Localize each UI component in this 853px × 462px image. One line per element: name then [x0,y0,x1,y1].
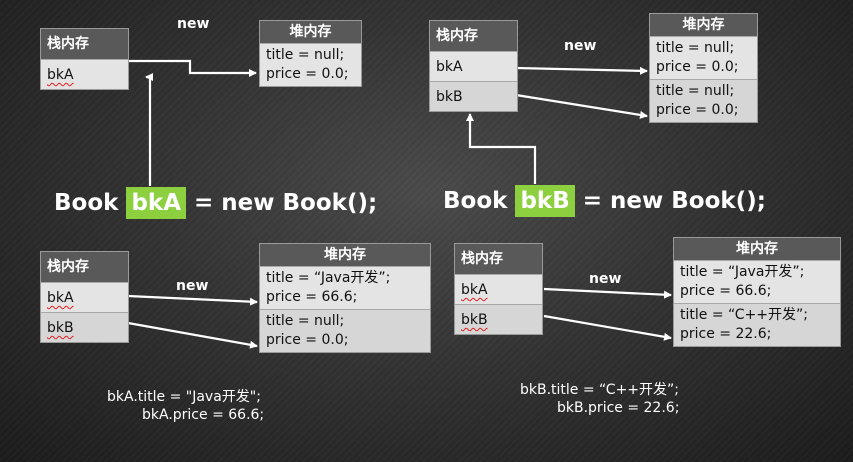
heap-object-1: title = “Java开发”; price = 66.6; [260,266,430,309]
heap-header: 堆内存 [260,21,361,43]
arrow-stmt-bkB-to-stack [466,113,537,184]
arrow-bkA-to-heap-1 [128,59,257,77]
code-block-bkB: bkB.title = “C++开发”; bkB.price = 22.6; [520,381,679,417]
stack-header: 栈内存 [41,29,128,59]
new-label-3: new [176,278,209,294]
arrow-bkB-to-heap-3b [127,321,258,349]
stack-var-bkB: bkB [455,304,542,334]
highlight-var-bkA: bkA [126,187,186,219]
heap-memory-table-3: 堆内存 title = “Java开发”; price = 66.6; titl… [259,243,431,353]
stack-header: 栈内存 [455,244,542,274]
stack-memory-table-3: 栈内存 bkA bkB [40,251,129,343]
stack-header: 栈内存 [430,21,517,51]
heap-memory-table-2: 堆内存 title = null; price = 0.0; title = n… [649,13,758,123]
stack-var-bkA: bkA [455,274,542,304]
heap-object-2: title = null; price = 0.0; [260,309,430,352]
arrow-stmt-bkA-to-stack [145,73,153,186]
new-label-1: new [177,16,210,32]
heap-object-2: title = null; price = 0.0; [650,79,757,122]
statement-new-bkB: Book bkB = new Book(); [443,185,766,217]
stack-var-bkA: bkA [41,59,128,89]
heap-memory-table-4: 堆内存 title = “Java开发”; price = 66.6; titl… [673,237,841,347]
arrow-bkB-to-heap-4b [543,314,672,341]
heap-object-2: title = “C++开发”; price = 22.6; [674,303,840,346]
stack-memory-table-1: 栈内存 bkA [40,28,129,90]
heap-object-1: title = null; price = 0.0; [260,43,361,86]
stack-header: 栈内存 [41,252,128,282]
code-line-price: bkA.price = 66.6; [142,407,265,423]
arrow-bkA-to-heap-3a [127,294,258,306]
code-line-title: bkB.title = “C++开发”; [520,382,680,398]
new-label-2: new [564,38,597,54]
heap-header: 堆内存 [674,238,840,260]
stack-var-bkB: bkB [430,81,517,111]
statement-new-bkA: Book bkA = new Book(); [54,187,377,219]
heap-header: 堆内存 [260,244,430,266]
heap-object-1: title = “Java开发”; price = 66.6; [674,260,840,303]
stack-var-bkA: bkA [430,51,517,81]
arrow-bkB-to-heap-2b [515,93,648,119]
highlight-var-bkB: bkB [515,185,575,217]
new-label-4: new [589,271,622,287]
stack-var-bkB: bkB [41,312,128,342]
heap-memory-table-1: 堆内存 title = null; price = 0.0; [259,20,362,87]
arrow-bkA-to-heap-2a [515,66,648,75]
arrow-bkA-to-heap-4a [543,287,672,299]
heap-object-1: title = null; price = 0.0; [650,36,757,79]
stack-memory-table-4: 栈内存 bkA bkB [454,243,543,335]
code-line-title: bkA.title = "Java开发"; [107,389,261,405]
stack-memory-table-2: 栈内存 bkA bkB [429,20,518,112]
code-line-price: bkB.price = 22.6; [557,400,680,416]
stack-var-bkA: bkA [41,282,128,312]
heap-header: 堆内存 [650,14,757,36]
code-block-bkA: bkA.title = "Java开发"; bkA.price = 66.6; [107,388,264,424]
